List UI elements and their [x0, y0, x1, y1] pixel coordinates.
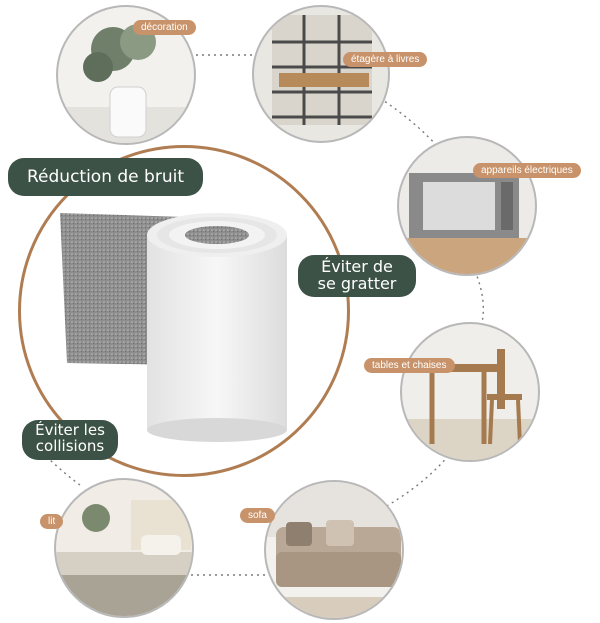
product-ring	[18, 145, 350, 477]
bookshelf-tag: étagère à livres	[343, 52, 428, 67]
anti-scratch-line-2: se gratter	[317, 273, 397, 293]
bed-photo	[54, 478, 194, 618]
bookshelf-photo	[252, 5, 390, 143]
tables-chairs-photo	[400, 322, 540, 462]
appliances-tag: appareils électriques	[473, 163, 581, 178]
noise-reduction-label: Réduction de bruit	[27, 167, 184, 187]
bed-tag: lit	[40, 514, 64, 529]
noise-reduction-pill: Réduction de bruit	[8, 158, 203, 196]
anti-scratch-pill: Éviter de se gratter	[298, 255, 416, 297]
anti-scratch-line-1: Éviter de	[321, 257, 393, 276]
anti-collision-line-2: collisions	[35, 436, 105, 455]
anti-collision-pill: Éviter les collisions	[22, 420, 118, 460]
appliances-photo	[397, 136, 537, 276]
felt-roll-image	[60, 213, 287, 442]
sofa-photo	[264, 480, 404, 620]
anti-collision-line-1: Éviter les	[35, 421, 105, 439]
decoration-tag: décoration	[133, 20, 196, 35]
sofa-tag: sofa	[240, 508, 275, 523]
tables-chairs-tag: tables et chaises	[364, 358, 455, 373]
